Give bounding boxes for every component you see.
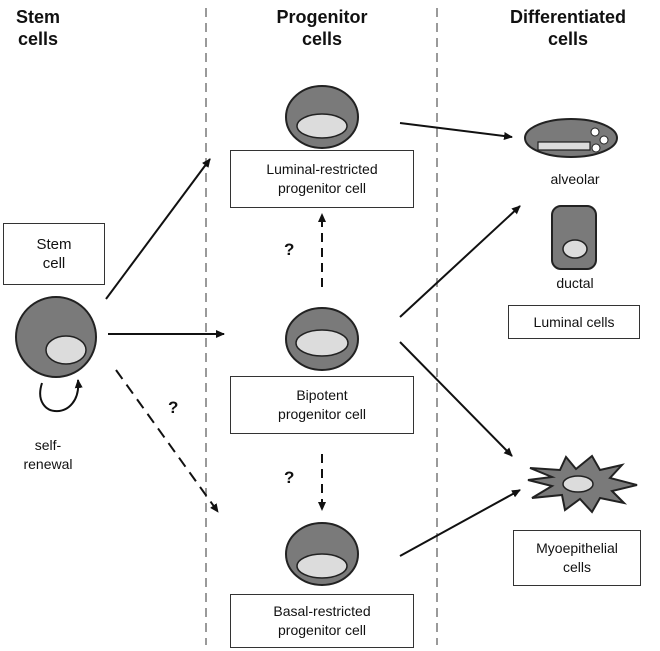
header-stem-cells: Stem cells xyxy=(15,7,60,49)
dashed-arrow-stem-to-basal xyxy=(115,369,219,513)
basal-progenitor-cell-icon xyxy=(285,522,359,586)
header-differentiated-cells: Differentiated cells xyxy=(509,7,626,49)
self-renewal-arrow xyxy=(39,379,83,413)
question-mark-basal: ? xyxy=(284,468,295,487)
stem-cell-box: Stem cell xyxy=(3,223,105,285)
stem-cell-icon xyxy=(15,296,97,378)
myoepithelial-cell-icon xyxy=(527,454,638,514)
question-mark-basal-direct: ? xyxy=(168,398,179,417)
bipotent-progenitor-cell-icon xyxy=(285,307,359,371)
arrow-bipotent-to-luminal-cells xyxy=(399,205,521,318)
alveolar-cell-icon xyxy=(524,118,618,158)
luminal-cells-box: Luminal cells xyxy=(508,305,640,339)
arrow-stem-to-luminal xyxy=(105,158,211,300)
arrow-basal-to-myoepithelial xyxy=(399,489,521,557)
arrow-bipotent-to-myoepithelial xyxy=(399,341,513,457)
basal-restricted-progenitor-box: Basal-restricted progenitor cell xyxy=(230,594,414,648)
myoepithelial-cells-box: Myoepithelial cells xyxy=(513,530,641,586)
luminal-progenitor-cell-icon xyxy=(285,85,359,149)
bipotent-progenitor-box: Bipotent progenitor cell xyxy=(230,376,414,434)
ductal-label: ductal xyxy=(556,275,594,291)
header-progenitor-cells: Progenitor cells xyxy=(276,7,368,49)
alveolar-label: alveolar xyxy=(550,171,600,187)
self-renewal-label: self- renewal xyxy=(23,437,73,472)
ductal-cell-icon xyxy=(551,205,597,270)
arrow-luminal-to-alveolar xyxy=(399,122,513,140)
luminal-restricted-progenitor-box: Luminal-restricted progenitor cell xyxy=(230,150,414,208)
question-mark-luminal: ? xyxy=(284,240,295,259)
